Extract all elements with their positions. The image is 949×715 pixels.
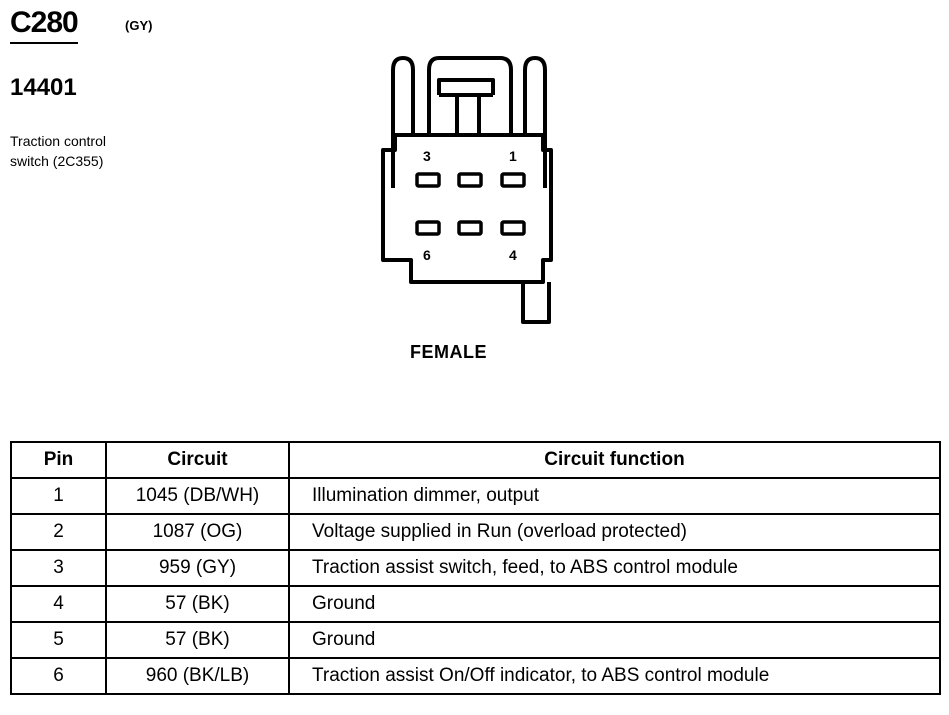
function-cell: Ground xyxy=(288,585,941,623)
table-row: 3 959 (GY) Traction assist switch, feed,… xyxy=(10,549,941,587)
wire-lead xyxy=(521,282,551,324)
table-row: 4 57 (BK) Ground xyxy=(10,585,941,623)
pin-cell: 6 xyxy=(10,657,107,695)
circuit-cell: 960 (BK/LB) xyxy=(105,657,290,695)
function-cell: Illumination dimmer, output xyxy=(288,477,941,515)
component-line-1: Traction control xyxy=(10,133,106,149)
pin-cell: 1 xyxy=(10,477,107,515)
component-line-2: switch (2C355) xyxy=(10,153,104,169)
pin-label-1: 1 xyxy=(509,148,517,164)
function-cell: Traction assist On/Off indicator, to ABS… xyxy=(288,657,941,695)
pin-cell: 3 xyxy=(10,549,107,587)
table-header-row: Pin Circuit Circuit function xyxy=(10,441,941,479)
table-row: 6 960 (BK/LB) Traction assist On/Off ind… xyxy=(10,657,941,695)
circuit-cell: 1045 (DB/WH) xyxy=(105,477,290,515)
circuit-cell: 959 (GY) xyxy=(105,549,290,587)
connector-id: C280 xyxy=(10,6,79,44)
connector-housing xyxy=(381,133,553,284)
function-cell: Ground xyxy=(288,621,941,659)
pin-cavity-1 xyxy=(500,172,526,188)
function-cell: Voltage supplied in Run (overload protec… xyxy=(288,513,941,551)
pin-label-4: 4 xyxy=(509,247,517,263)
function-cell: Traction assist switch, feed, to ABS con… xyxy=(288,549,941,587)
header-circuit-function: Circuit function xyxy=(288,441,941,479)
connector-color: (GY) xyxy=(125,18,153,33)
pin-cavity-3 xyxy=(415,172,441,188)
header-pin: Pin xyxy=(10,441,107,479)
circuit-cell: 57 (BK) xyxy=(105,621,290,659)
circuit-cell: 57 (BK) xyxy=(105,585,290,623)
connector-face-diagram: 3 1 6 4 xyxy=(381,56,553,324)
left-latch-arm xyxy=(391,56,415,188)
pin-cavity-4 xyxy=(500,220,526,236)
header-circuit: Circuit xyxy=(105,441,290,479)
right-latch-arm xyxy=(523,56,547,188)
pin-cell: 2 xyxy=(10,513,107,551)
pin-cavity-2 xyxy=(457,172,483,188)
pin-cavity-6 xyxy=(415,220,441,236)
pin-label-6: 6 xyxy=(423,247,431,263)
table-row: 2 1087 (OG) Voltage supplied in Run (ove… xyxy=(10,513,941,551)
pin-cell: 5 xyxy=(10,621,107,659)
lock-bar xyxy=(437,78,495,135)
circuit-cell: 1087 (OG) xyxy=(105,513,290,551)
pinout-table: Pin Circuit Circuit function 1 1045 (DB/… xyxy=(10,441,941,695)
pin-cell: 4 xyxy=(10,585,107,623)
part-number: 14401 xyxy=(10,74,77,101)
table-row: 5 57 (BK) Ground xyxy=(10,621,941,659)
pin-cavity-5 xyxy=(457,220,483,236)
table-row: 1 1045 (DB/WH) Illumination dimmer, outp… xyxy=(10,477,941,515)
component-description: Traction control switch (2C355) xyxy=(10,131,170,171)
lock-tab-outline xyxy=(427,56,513,135)
connector-gender-label: FEMALE xyxy=(410,342,487,362)
pin-label-3: 3 xyxy=(423,148,431,164)
